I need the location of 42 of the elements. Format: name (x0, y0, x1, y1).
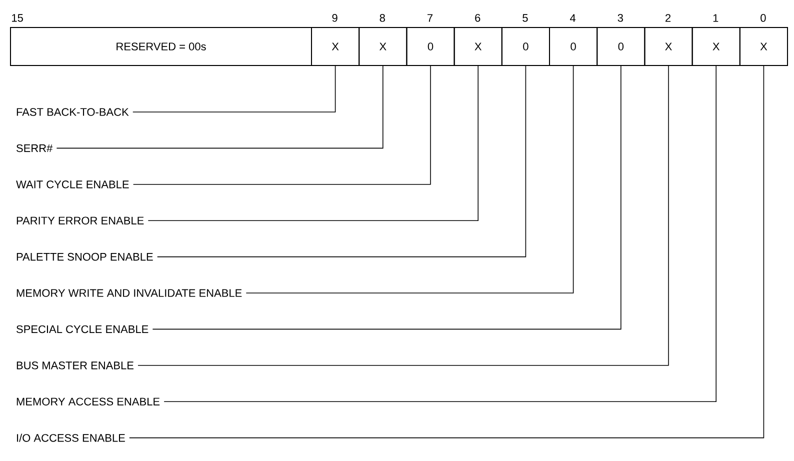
field-label: BUS MASTER ENABLE (16, 362, 134, 370)
field-label: MEMORY WRITE AND INVALIDATE ENABLE (16, 289, 242, 297)
bit-number: 5 (522, 14, 528, 22)
bit-number: 2 (666, 14, 671, 22)
bit-number: 7 (428, 14, 433, 22)
field-label: SERR# (16, 144, 53, 152)
field-label: MEMORY ACCESS ENABLE (16, 398, 160, 406)
register-cell: X (692, 27, 740, 66)
bit-number: 1 (713, 14, 718, 22)
register-cell: RESERVED = 00s (10, 27, 312, 66)
register-cell: X (644, 27, 693, 66)
register-cell: X (311, 27, 360, 66)
field-label: WAIT CYCLE ENABLE (16, 180, 129, 188)
field-label: FAST BACK-TO-BACK (16, 108, 129, 116)
bit-number: 8 (380, 14, 385, 22)
leader-line (156, 66, 526, 258)
register-cell: X (454, 27, 502, 66)
register-cell: X (358, 27, 408, 66)
leader-line (164, 66, 716, 402)
bit-number: 6 (475, 14, 480, 22)
bit-number: 3 (618, 14, 623, 22)
leader-line (129, 66, 764, 438)
field-label: PALETTE SNOOP ENABLE (16, 252, 153, 261)
leader-line (152, 66, 622, 330)
bit-number: 4 (570, 14, 576, 22)
field-label: SPECIAL CYCLE ENABLE (16, 325, 148, 334)
leader-line (138, 66, 669, 366)
leader-line (246, 66, 574, 294)
bit-number: 0 (760, 14, 766, 22)
register-cell: 0 (549, 27, 598, 66)
leader-line (148, 66, 478, 221)
leader-line (132, 66, 431, 185)
leader-line (132, 66, 336, 112)
bit-number: 15 (12, 14, 23, 22)
register-cell: 0 (501, 27, 550, 66)
register-cell: X (739, 27, 788, 66)
register-cell: 0 (596, 27, 646, 66)
register-cell: 0 (406, 27, 455, 66)
field-label: I/O ACCESS ENABLE (17, 434, 125, 442)
leader-line (56, 66, 384, 149)
field-label: PARITY ERROR ENABLE (16, 216, 144, 224)
bit-number: 9 (332, 14, 338, 22)
